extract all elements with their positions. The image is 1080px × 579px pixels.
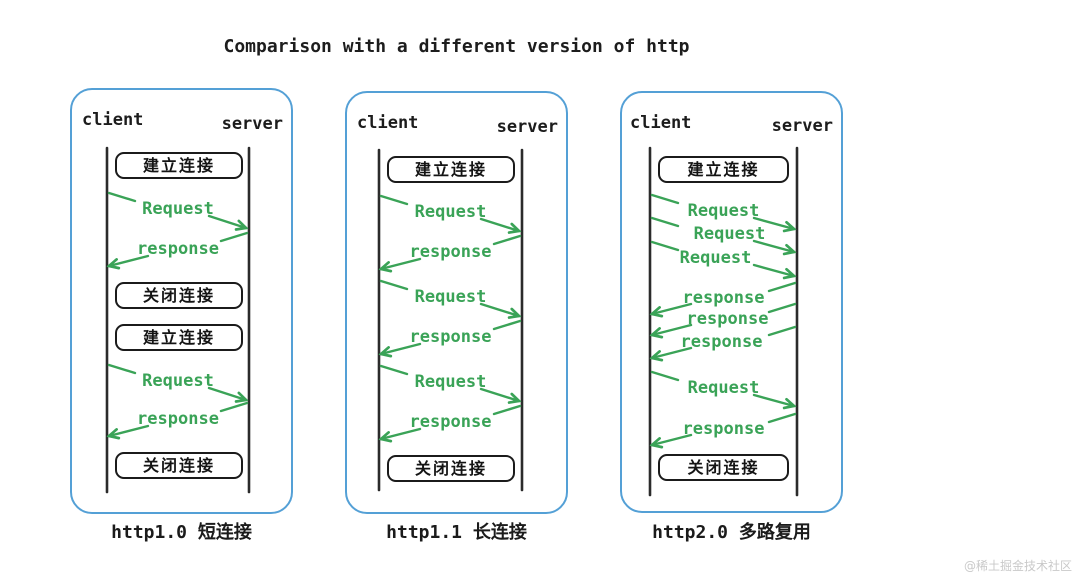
connection-box-close: 关闭连接 (387, 455, 515, 482)
request-label: Request (679, 248, 752, 268)
server-label: server (771, 116, 833, 136)
connection-box-establish: 建立连接 (658, 156, 789, 183)
panel-http2-0: client server 建立连接 Request Request Reque… (620, 91, 843, 513)
request-arrow (207, 214, 246, 228)
response-arrow (109, 254, 150, 266)
request-leader-stroke (650, 216, 680, 228)
request-label: Request (693, 224, 766, 244)
panel3-lines (648, 146, 799, 497)
response-leader-stroke (767, 412, 797, 424)
connection-box-close: 关闭连接 (115, 282, 243, 309)
request-leader-stroke (379, 194, 409, 206)
request-label: Request (142, 371, 214, 391)
response-label: response (409, 327, 492, 347)
client-label: client (630, 113, 692, 133)
response-leader-stroke (492, 404, 522, 416)
response-leader-stroke (767, 302, 797, 314)
response-label: response (137, 239, 219, 259)
response-arrow (652, 346, 693, 358)
client-label: client (82, 110, 144, 130)
request-leader-stroke (107, 363, 137, 375)
request-leader-stroke (650, 240, 680, 252)
response-leader-stroke (492, 319, 522, 331)
request-leader-stroke (379, 279, 409, 291)
request-arrow (207, 386, 246, 400)
panel2-lines (377, 148, 524, 492)
diagram-title: Comparison with a different version of h… (223, 36, 690, 57)
request-leader-stroke (107, 191, 137, 203)
request-arrow (752, 239, 794, 252)
watermark: @稀土掘金技术社区 (963, 559, 1072, 573)
request-leader-stroke (379, 364, 409, 376)
response-arrow (381, 257, 422, 269)
response-arrow (652, 323, 693, 335)
panel-http1-1: client server 建立连接 Request response Requ… (345, 91, 568, 514)
response-label: response (680, 332, 763, 352)
caption-http2-0: http2.0 多路复用 (652, 522, 811, 543)
response-leader-stroke (219, 401, 249, 413)
request-arrow (752, 263, 794, 276)
client-label: client (357, 113, 419, 133)
connection-box-establish: 建立连接 (115, 324, 243, 351)
response-label: response (137, 409, 219, 429)
response-label: response (686, 309, 769, 329)
response-arrow (381, 427, 422, 439)
response-arrow (652, 433, 693, 445)
request-arrow (752, 216, 794, 229)
request-arrow (752, 393, 794, 406)
response-label: response (682, 419, 765, 439)
response-arrow (652, 302, 693, 314)
caption-http1-0: http1.0 短连接 (111, 522, 252, 543)
request-label: Request (414, 202, 487, 222)
response-leader-stroke (492, 234, 522, 246)
request-arrow (479, 217, 519, 231)
connection-box-establish: 建立连接 (387, 156, 515, 183)
request-label: Request (414, 287, 487, 307)
request-arrow (479, 387, 519, 401)
server-label: server (496, 117, 558, 137)
request-arrow (479, 302, 519, 316)
caption-http1-1: http1.1 长连接 (386, 522, 527, 543)
request-leader-stroke (650, 370, 680, 382)
request-label: Request (142, 199, 214, 219)
connection-box-close: 关闭连接 (658, 454, 789, 481)
response-leader-stroke (767, 281, 797, 293)
response-arrow (381, 342, 422, 354)
server-label: server (221, 114, 283, 134)
request-label: Request (687, 378, 760, 398)
panel1-lines (105, 146, 251, 494)
response-label: response (409, 242, 492, 262)
response-leader-stroke (767, 325, 797, 337)
connection-box-close: 关闭连接 (115, 452, 243, 479)
response-leader-stroke (219, 231, 249, 243)
response-label: response (409, 412, 492, 432)
request-label: Request (687, 201, 760, 221)
request-leader-stroke (650, 193, 680, 205)
response-arrow (109, 424, 150, 436)
request-label: Request (414, 372, 487, 392)
response-label: response (682, 288, 765, 308)
panel-http1-0: client server 建立连接 Request response 关闭连接… (70, 88, 293, 514)
connection-box-establish: 建立连接 (115, 152, 243, 179)
